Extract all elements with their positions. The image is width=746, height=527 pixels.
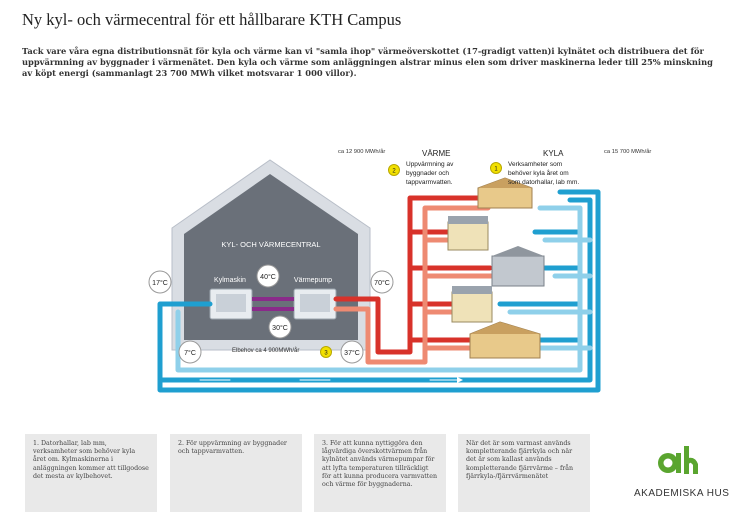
page-title: Ny kyl- och värmecentral för ett hållbar…	[22, 10, 402, 29]
building-5	[469, 321, 541, 359]
temp-37: 37°C	[340, 340, 364, 364]
akademiska-hus-logo-mark	[658, 446, 698, 474]
varme-amount: ca 12 900 MWh/år	[338, 148, 385, 155]
info-box-3: 3. För att kunna nyttiggöra den lågvärdi…	[314, 434, 446, 512]
svg-text:17°C: 17°C	[152, 279, 168, 287]
info-box-2: 2. För uppvärmning av byggnader och tapp…	[170, 434, 302, 512]
kyla-title: KYLA	[543, 149, 564, 158]
kyla-desc-2: behöver kyla året om	[508, 169, 569, 177]
elbehov-label: Elbehov ca 4 900MWh/år	[232, 347, 299, 354]
badge-1: 1	[490, 162, 502, 174]
varmepump-label: Värmepump	[294, 277, 332, 284]
svg-text:30°C: 30°C	[272, 324, 288, 332]
central-label: KYL- OCH VÄRMECENTRAL	[221, 240, 320, 249]
temp-40: 40°C	[256, 264, 280, 288]
kylmaskin-machine	[209, 288, 253, 320]
varme-desc-3: tappvarmvatten.	[406, 179, 453, 186]
svg-text:40°C: 40°C	[260, 273, 276, 281]
kyla-amount: ca 15 700 MWh/år	[604, 148, 651, 155]
badge-3: 3	[320, 346, 332, 358]
logo-name: AKADEMISKA HUS	[634, 488, 730, 499]
building-3	[491, 246, 545, 287]
intro-text: Tack vare våra egna distributionsnät för…	[22, 46, 713, 78]
building-4	[451, 286, 493, 323]
svg-text:3: 3	[324, 351, 328, 357]
temp-17: 17°C	[148, 270, 172, 294]
building-1	[477, 177, 533, 209]
kylmaskin-label: Kylmaskin	[214, 277, 246, 284]
varme-desc-1: Uppvärmning av	[406, 161, 454, 168]
svg-text:2: 2	[392, 169, 396, 175]
info-box-4: När det är som varmast används komplette…	[458, 434, 590, 512]
varmepump-machine	[293, 288, 337, 320]
svg-text:70°C: 70°C	[374, 279, 390, 287]
temp-30: 30°C	[268, 315, 292, 339]
temp-7: 7°C	[178, 340, 202, 364]
cold-network	[157, 189, 601, 393]
kyla-desc-3: som datorhallar, lab mm.	[508, 179, 579, 186]
varme-desc-2: byggnader och	[406, 170, 449, 177]
svg-text:1: 1	[494, 167, 498, 173]
varme-title: VÄRME	[422, 149, 450, 158]
svg-text:37°C: 37°C	[344, 349, 360, 357]
building-2	[447, 216, 489, 251]
info-box-1: 1. Datorhallar, lab mm, verksamheter som…	[25, 434, 157, 512]
badge-2: 2	[388, 164, 400, 176]
kyla-desc-1: Verksamheter som	[508, 161, 562, 168]
svg-text:7°C: 7°C	[184, 349, 196, 357]
temp-70: 70°C	[370, 270, 394, 294]
hot-network	[333, 195, 498, 365]
